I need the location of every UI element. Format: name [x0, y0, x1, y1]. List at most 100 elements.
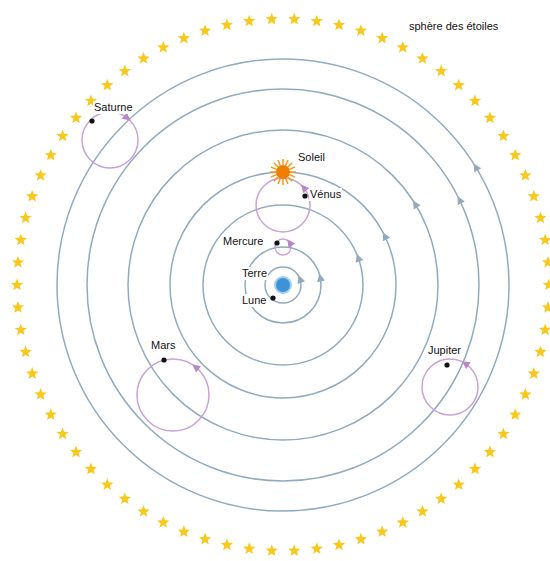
- star: [70, 446, 82, 458]
- planet-dot: [302, 193, 307, 198]
- star: [519, 388, 531, 400]
- star: [221, 539, 233, 551]
- star: [45, 408, 57, 420]
- epicycle-arrow: [192, 364, 201, 372]
- epicycle-circle: [256, 178, 310, 232]
- star: [435, 65, 447, 77]
- body-label: Saturne: [93, 101, 134, 114]
- star: [199, 24, 211, 36]
- deferent-circle: [128, 130, 438, 440]
- epicycle-circle: [137, 359, 209, 431]
- star: [469, 463, 481, 475]
- body-label: Soleil: [297, 151, 326, 164]
- planet-dot: [161, 357, 166, 362]
- orbit-arrow: [458, 196, 465, 205]
- body-label: Mars: [150, 339, 176, 352]
- star: [453, 79, 465, 91]
- star: [416, 505, 428, 517]
- star: [435, 492, 447, 504]
- body-label: Jupiter: [427, 344, 462, 357]
- star: [34, 169, 46, 181]
- star: [243, 542, 255, 554]
- star: [45, 149, 57, 161]
- sun-ray: [271, 175, 277, 177]
- orbit-arrow: [317, 274, 325, 283]
- star: [266, 544, 278, 556]
- star: [12, 256, 24, 268]
- star: [528, 367, 540, 379]
- star: [311, 542, 323, 554]
- planet-dot: [274, 240, 279, 245]
- star: [157, 41, 169, 53]
- star: [534, 346, 546, 358]
- sun-symbol: [270, 159, 296, 185]
- star: [311, 15, 323, 27]
- star: [85, 463, 97, 475]
- sun-ray: [278, 160, 280, 166]
- star: [243, 15, 255, 27]
- sun-ray: [274, 163, 278, 167]
- star: [19, 346, 31, 358]
- star-sphere: [11, 13, 550, 556]
- star: [376, 32, 388, 44]
- deferent-orbits: [57, 59, 509, 511]
- star: [288, 13, 300, 25]
- body-label: sphère des étoiles: [408, 20, 499, 33]
- sun-ray: [289, 175, 295, 177]
- star: [376, 525, 388, 537]
- star: [539, 234, 550, 246]
- deferent-circle: [203, 205, 363, 365]
- body-label: Mercure: [222, 235, 264, 248]
- star: [15, 234, 27, 246]
- star: [56, 428, 68, 440]
- sun-ray: [278, 178, 280, 184]
- star: [542, 256, 550, 268]
- star: [519, 169, 531, 181]
- star: [221, 19, 233, 31]
- body-label: Vénus: [309, 188, 342, 201]
- star: [453, 478, 465, 490]
- epicycle-circle: [422, 359, 478, 415]
- star: [484, 111, 496, 123]
- star: [397, 516, 409, 528]
- earth-globe: [275, 277, 291, 293]
- sun-ray: [288, 163, 292, 167]
- orbit-arrow: [413, 201, 421, 210]
- star: [542, 301, 550, 313]
- star: [178, 32, 190, 44]
- orbit-arrow: [383, 232, 390, 241]
- star: [484, 446, 496, 458]
- star: [137, 52, 149, 64]
- star: [543, 279, 550, 291]
- sun-disc: [276, 165, 290, 179]
- star: [178, 525, 190, 537]
- star: [355, 24, 367, 36]
- star: [101, 478, 113, 490]
- body-label: Terre: [241, 267, 268, 280]
- planet-dot: [444, 362, 449, 367]
- star: [157, 516, 169, 528]
- star: [539, 324, 550, 336]
- orbit-arrow: [298, 275, 306, 284]
- star: [101, 79, 113, 91]
- orbit-arrow: [356, 254, 364, 263]
- planet-dots: [89, 118, 449, 367]
- star: [355, 533, 367, 545]
- star: [70, 111, 82, 123]
- star: [528, 190, 540, 202]
- sun-ray: [286, 160, 288, 166]
- sun-ray: [270, 171, 276, 173]
- star: [199, 533, 211, 545]
- star: [416, 52, 428, 64]
- star: [509, 149, 521, 161]
- deferent-circle: [265, 267, 301, 303]
- star: [34, 388, 46, 400]
- star: [19, 212, 31, 224]
- body-label: Lune: [241, 294, 267, 307]
- epicycle-arrow: [462, 361, 471, 369]
- star: [497, 428, 509, 440]
- star: [26, 190, 38, 202]
- sun-ray: [289, 167, 295, 169]
